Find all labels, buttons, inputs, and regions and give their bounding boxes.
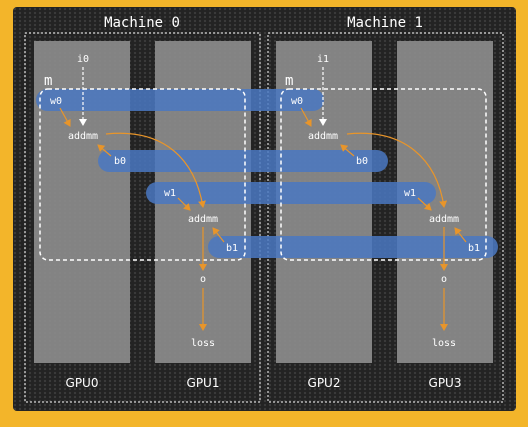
w0-bar-m0: [36, 89, 324, 111]
w1-node-m1: w1: [404, 188, 416, 199]
w0-arrow-m0: [59, 107, 71, 127]
machine-1-title: Machine 1: [347, 15, 423, 31]
b1-arrow-m0: [212, 227, 225, 243]
model-label-m1: m: [285, 73, 293, 89]
b0-arrow-m0: [97, 144, 112, 157]
addmm1-node-m1: addmm: [308, 131, 338, 142]
model-box-m1: [280, 88, 487, 261]
out-node-m0: o: [200, 274, 206, 285]
w1-arrow-m1: [417, 197, 432, 211]
gpu1-label: GPU1: [187, 376, 220, 390]
b1-node-m1: b1: [468, 243, 480, 254]
machine-1-box: [267, 32, 504, 403]
w0-arrow-m1: [300, 107, 312, 127]
out-node-m1: o: [441, 274, 447, 285]
machine-0-box: [24, 32, 261, 403]
addmm1-to-addmm2-arrow-m0: [105, 132, 206, 208]
w1-node-m0: w1: [164, 188, 176, 199]
input-node-m0: i0: [77, 54, 89, 65]
model-box-m0: [39, 88, 246, 261]
w1-bar-m0: [146, 182, 436, 204]
b0-bar-m0: [98, 150, 388, 172]
addmm2-node-m0: addmm: [188, 214, 218, 225]
input-node-m1: i1: [317, 54, 329, 65]
addmm1-to-addmm2-arrow-m1: [346, 132, 448, 208]
w0-node-m1: w0: [291, 96, 303, 107]
machine-0-title: Machine 0: [104, 15, 180, 31]
loss-node-m0: loss: [191, 338, 215, 349]
addmm1-node-m0: addmm: [68, 131, 98, 142]
b1-bar-m0: [208, 236, 498, 258]
loss-node-m1: loss: [432, 338, 456, 349]
b1-node-m0: b1: [226, 243, 238, 254]
b0-arrow-m1: [340, 144, 355, 157]
gpu0-label: GPU0: [66, 376, 99, 390]
gpu3-label: GPU3: [429, 376, 462, 390]
b1-arrow-m1: [454, 227, 467, 243]
addmm2-node-m1: addmm: [429, 214, 459, 225]
model-label-m0: m: [44, 73, 52, 89]
b0-node-m0: b0: [114, 156, 126, 167]
w1-arrow-m0: [177, 197, 191, 211]
gpu2-label: GPU2: [308, 376, 341, 390]
b0-node-m1: b0: [356, 156, 368, 167]
w0-node-m0: w0: [50, 96, 62, 107]
